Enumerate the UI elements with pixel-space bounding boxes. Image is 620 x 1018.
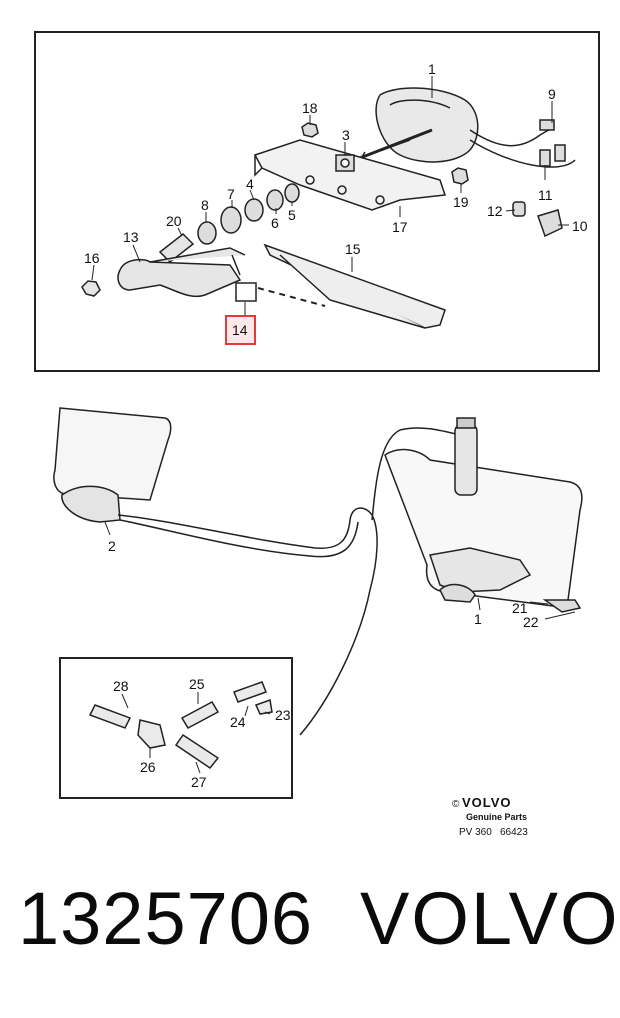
callout-4: 4 [246, 176, 254, 192]
logo-tagline: Genuine Parts [466, 812, 527, 822]
highlight-box [225, 315, 256, 345]
callout-6: 6 [271, 215, 279, 231]
brand-name: VOLVO [360, 877, 620, 960]
leader-lines-bottom [104, 521, 576, 620]
part-number: 1325706 [18, 877, 314, 960]
callout-3: 3 [342, 127, 350, 143]
callout-9: 9 [548, 86, 556, 102]
callout-18: 18 [302, 100, 318, 116]
parts-diagram: 1 2 3 4 5 6 7 8 9 10 11 12 13 14 15 16 1… [34, 31, 600, 838]
callout-27: 27 [191, 774, 207, 790]
callout-7: 7 [227, 186, 235, 202]
connectors-drawing [512, 201, 563, 238]
callout-17: 17 [392, 219, 408, 235]
leader-lines-top [91, 76, 569, 316]
upper-assembly-frame [34, 31, 600, 372]
callout-24: 24 [230, 714, 246, 730]
logo-brand: VOLVO [462, 795, 512, 810]
callout-22: 22 [523, 614, 539, 630]
rear-window-drawing [53, 407, 583, 736]
callout-14-highlight: 14 [225, 315, 256, 345]
callout-5: 5 [288, 207, 296, 223]
callout-8: 8 [201, 197, 209, 213]
callout-11: 11 [538, 187, 553, 203]
logo-copyright: © [452, 799, 460, 810]
callout-20: 20 [166, 213, 182, 229]
callout-16: 16 [84, 250, 100, 266]
hose-parts-drawing [88, 681, 273, 770]
callout-25: 25 [189, 676, 205, 692]
bracket-drawing [253, 139, 447, 211]
callout-1-lower: 1 [474, 611, 482, 627]
callout-28: 28 [113, 678, 129, 694]
hose-connector-frame [59, 657, 293, 799]
small-hardware-drawing [301, 122, 469, 185]
callout-14: 14 [232, 322, 248, 338]
wiper-arm-drawing [81, 233, 257, 302]
callout-10: 10 [572, 218, 588, 234]
callout-12: 12 [487, 203, 503, 219]
logo-ref: PV 360 [459, 827, 492, 838]
callout-15: 15 [345, 241, 361, 257]
spindle-parts-drawing [197, 183, 300, 245]
callout-1: 1 [428, 61, 436, 77]
callout-13: 13 [123, 229, 139, 245]
footer [0, 850, 620, 1018]
callout-23: 23 [275, 707, 291, 723]
wiper-motor-drawing [359, 87, 576, 168]
logo-ref-number: 66423 [500, 827, 528, 838]
wiper-blade-drawing [263, 243, 446, 329]
leader-lines-inset [121, 692, 271, 774]
callout-2: 2 [108, 538, 116, 554]
blade-link-dashes [257, 287, 326, 307]
callout-21: 21 [512, 600, 528, 616]
callout-26: 26 [140, 759, 156, 775]
volvo-genuine-parts-logo: © VOLVO Genuine Parts PV 360 66423 [452, 795, 528, 838]
callout-19: 19 [453, 194, 469, 210]
